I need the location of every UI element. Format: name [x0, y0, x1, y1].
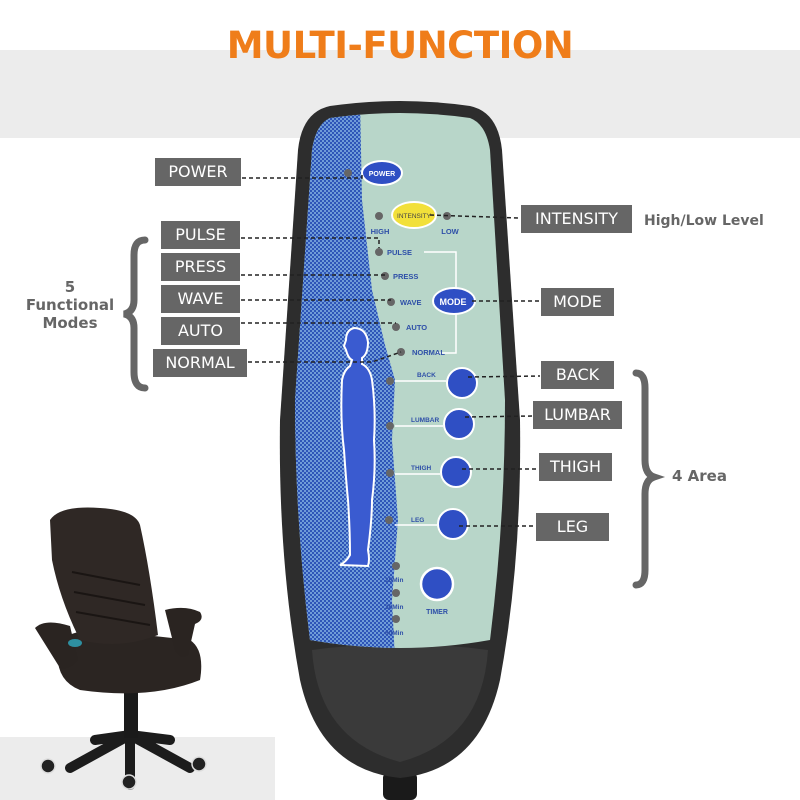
intensity-button-label: INTENSITY — [397, 213, 432, 220]
office-chair-image — [35, 507, 207, 790]
areas-group-caption: 4 Area — [672, 467, 727, 485]
timer-button[interactable] — [419, 566, 455, 602]
leg-button[interactable] — [437, 508, 469, 540]
mode-button-label: MODE — [440, 297, 467, 307]
modes-group-caption: 5 Functional Modes — [20, 278, 120, 332]
cord — [383, 772, 417, 800]
timer-15-label: 15Min — [385, 577, 403, 584]
leg-callout: LEG — [536, 513, 609, 541]
back-leader-line — [467, 375, 541, 378]
normal-callout: NORMAL — [153, 349, 247, 377]
high-level-label: HIGH — [371, 227, 390, 236]
low-level-label: LOW — [441, 227, 459, 236]
pulse-mode-label: PULSE — [387, 248, 412, 257]
mode-callout: MODE — [541, 288, 614, 316]
pulse-callout: PULSE — [161, 221, 240, 249]
back-led — [386, 377, 394, 385]
lumbar-button[interactable] — [443, 408, 475, 440]
intensity-callout: INTENSITY — [521, 205, 632, 233]
timer-60-label: 60Min — [385, 630, 403, 637]
power-leader-line — [242, 172, 363, 179]
modes-caption-line2: Modes — [42, 314, 98, 332]
thigh-area-label: THIGH — [411, 465, 432, 472]
leg-area-label: LEG — [411, 517, 424, 524]
press-callout: PRESS — [161, 253, 240, 281]
intensity-note: High/Low Level — [644, 213, 764, 229]
normal-mode-label: NORMAL — [412, 348, 445, 357]
pulse-led — [375, 248, 383, 256]
back-callout: BACK — [541, 361, 614, 389]
modes-count: 5 — [64, 278, 76, 296]
intensity-button[interactable] — [391, 201, 437, 229]
power-indicator-led — [344, 169, 352, 177]
power-button-label: POWER — [369, 171, 395, 178]
back-button[interactable] — [446, 367, 478, 399]
press-led — [381, 272, 389, 280]
thigh-callout: THIGH — [539, 453, 612, 481]
high-indicator-led — [375, 212, 383, 220]
power-button[interactable] — [361, 160, 403, 186]
back-area-label: BACK — [417, 372, 436, 379]
lumbar-leader-line — [464, 415, 534, 418]
wave-led — [387, 298, 395, 306]
intensity-leader-line — [429, 214, 519, 219]
thigh-button[interactable] — [440, 456, 472, 488]
lumbar-callout: LUMBAR — [533, 401, 622, 429]
pulse-leader-line — [241, 237, 380, 248]
human-body-icon — [339, 326, 376, 568]
leg-led — [385, 516, 393, 524]
timer-30-led — [392, 589, 400, 597]
timer-button-label: TIMER — [426, 609, 448, 616]
timer-30-label: 30Min — [385, 604, 403, 611]
wave-callout: WAVE — [161, 285, 240, 313]
auto-led — [392, 323, 400, 331]
page-title: MULTI-FUNCTION — [226, 24, 574, 67]
areas-brace — [632, 369, 666, 589]
leader-lines — [241, 172, 545, 527]
auto-mode-label: AUTO — [406, 323, 427, 332]
auto-callout: AUTO — [161, 317, 240, 345]
modes-caption-line1: Functional — [25, 296, 115, 314]
thigh-led — [386, 469, 394, 477]
remote-bottom-cap — [312, 644, 488, 762]
modes-brace — [123, 236, 149, 392]
press-mode-label: PRESS — [393, 272, 418, 281]
power-callout: POWER — [155, 158, 241, 186]
timer-15-led — [392, 562, 400, 570]
lumbar-led — [386, 422, 394, 430]
lumbar-area-label: LUMBAR — [411, 417, 439, 424]
timer-60-led — [392, 615, 400, 623]
wave-mode-label: WAVE — [400, 298, 422, 307]
